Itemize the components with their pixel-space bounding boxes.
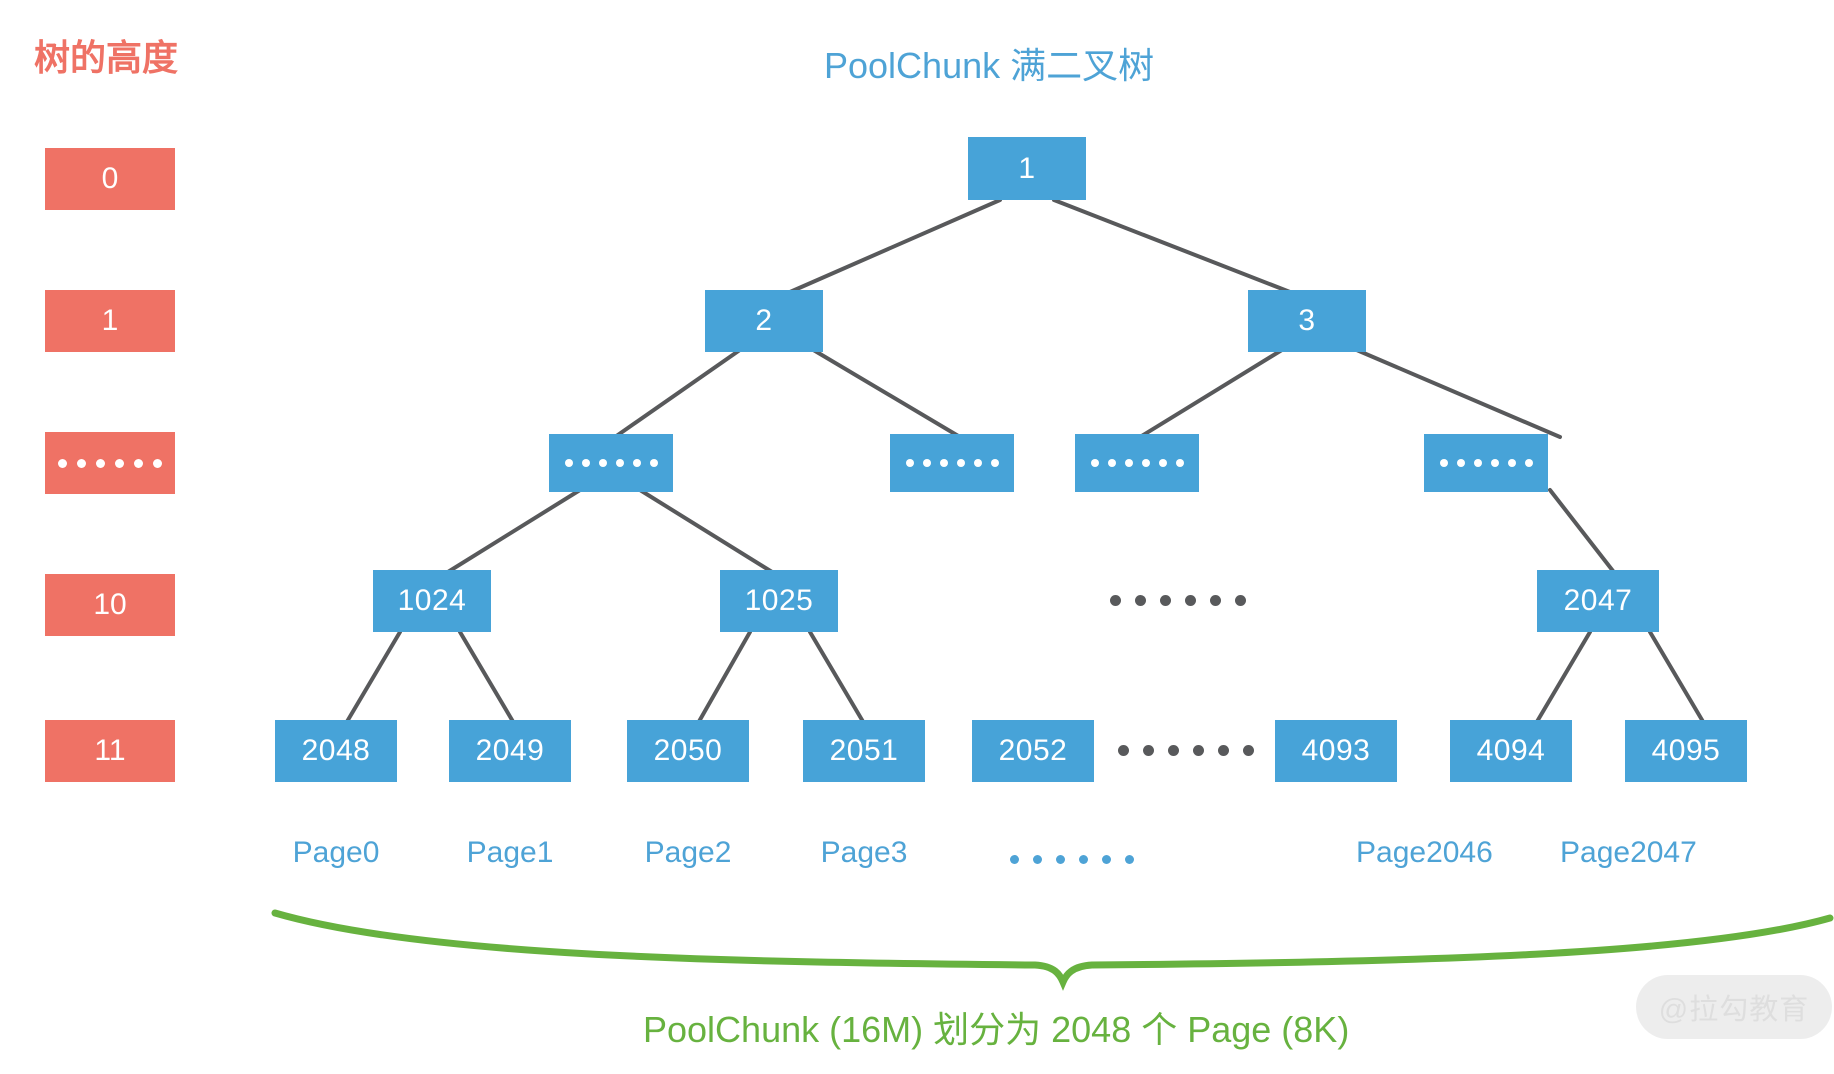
edge-2-right bbox=[803, 343, 962, 439]
edge-3-left bbox=[1138, 343, 1292, 439]
tree-node-ellipsis-a[interactable] bbox=[549, 434, 673, 492]
page-label-1: Page1 bbox=[466, 836, 554, 869]
tree-node-1025[interactable]: 1025 bbox=[720, 570, 838, 632]
edge-root-left bbox=[788, 198, 1002, 294]
ellipsis-icon bbox=[905, 459, 999, 467]
tree-node-ellipsis-c[interactable] bbox=[1075, 434, 1199, 492]
tree-node-2[interactable]: 2 bbox=[705, 290, 823, 352]
height-box-10: 10 bbox=[45, 574, 175, 636]
ellipsis-icon bbox=[564, 459, 658, 467]
height-box-ellipsis bbox=[45, 432, 175, 494]
edge-1025-2050 bbox=[695, 630, 752, 727]
brace-underline bbox=[271, 909, 1834, 991]
page-label-2047: Page2047 bbox=[1560, 836, 1697, 869]
ellipsis-icon bbox=[58, 458, 162, 468]
tree-node-4093[interactable]: 4093 bbox=[1275, 720, 1397, 782]
tree-node-4094[interactable]: 4094 bbox=[1450, 720, 1572, 782]
edge-root-right bbox=[1052, 198, 1292, 294]
tree-node-ellipsis-b[interactable] bbox=[890, 434, 1014, 492]
height-box-1: 1 bbox=[45, 290, 175, 352]
edge-dots-1025 bbox=[638, 488, 787, 582]
page-label-3: Page3 bbox=[820, 836, 908, 869]
tree-node-3[interactable]: 3 bbox=[1248, 290, 1366, 352]
level10-ellipsis-icon bbox=[1110, 595, 1246, 606]
edge-1024-2048 bbox=[343, 630, 402, 727]
page-title: PoolChunk 满二叉树 bbox=[824, 45, 1155, 86]
edge-dots-1024 bbox=[433, 488, 582, 582]
height-box-11: 11 bbox=[45, 720, 175, 782]
ellipsis-icon bbox=[1090, 459, 1184, 467]
page-label-2046: Page2046 bbox=[1356, 836, 1493, 869]
ellipsis-icon bbox=[1439, 459, 1533, 467]
tree-node-2048[interactable]: 2048 bbox=[275, 720, 397, 782]
edge-1025-2051 bbox=[808, 630, 867, 727]
edge-dots-2047 bbox=[1548, 488, 1622, 582]
tree-node-2049[interactable]: 2049 bbox=[449, 720, 571, 782]
edge-1024-2049 bbox=[458, 630, 517, 727]
tree-node-4095[interactable]: 4095 bbox=[1625, 720, 1747, 782]
tree-node-2047[interactable]: 2047 bbox=[1537, 570, 1659, 632]
tree-node-1[interactable]: 1 bbox=[968, 137, 1086, 200]
tree-node-1024[interactable]: 1024 bbox=[373, 570, 491, 632]
height-column-title: 树的高度 bbox=[34, 37, 179, 78]
tree-node-2050[interactable]: 2050 bbox=[627, 720, 749, 782]
edge-3-right bbox=[1343, 343, 1562, 439]
page-label-2: Page2 bbox=[644, 836, 732, 869]
tree-node-ellipsis-d[interactable] bbox=[1424, 434, 1548, 492]
watermark-badge: @拉勾教育 bbox=[1636, 975, 1832, 1039]
edge-2047-4095 bbox=[1648, 630, 1707, 727]
tree-node-2052[interactable]: 2052 bbox=[972, 720, 1094, 782]
height-box-0: 0 bbox=[45, 148, 175, 210]
page-ellipsis-icon bbox=[1010, 855, 1134, 864]
edge-2047-4094 bbox=[1533, 630, 1592, 727]
page-label-0: Page0 bbox=[292, 836, 380, 869]
footer-caption: PoolChunk (16M) 划分为 2048 个 Page (8K) bbox=[643, 1009, 1350, 1050]
edge-2-left bbox=[613, 343, 749, 439]
leaf-ellipsis-icon bbox=[1118, 745, 1254, 756]
tree-node-2051[interactable]: 2051 bbox=[803, 720, 925, 782]
